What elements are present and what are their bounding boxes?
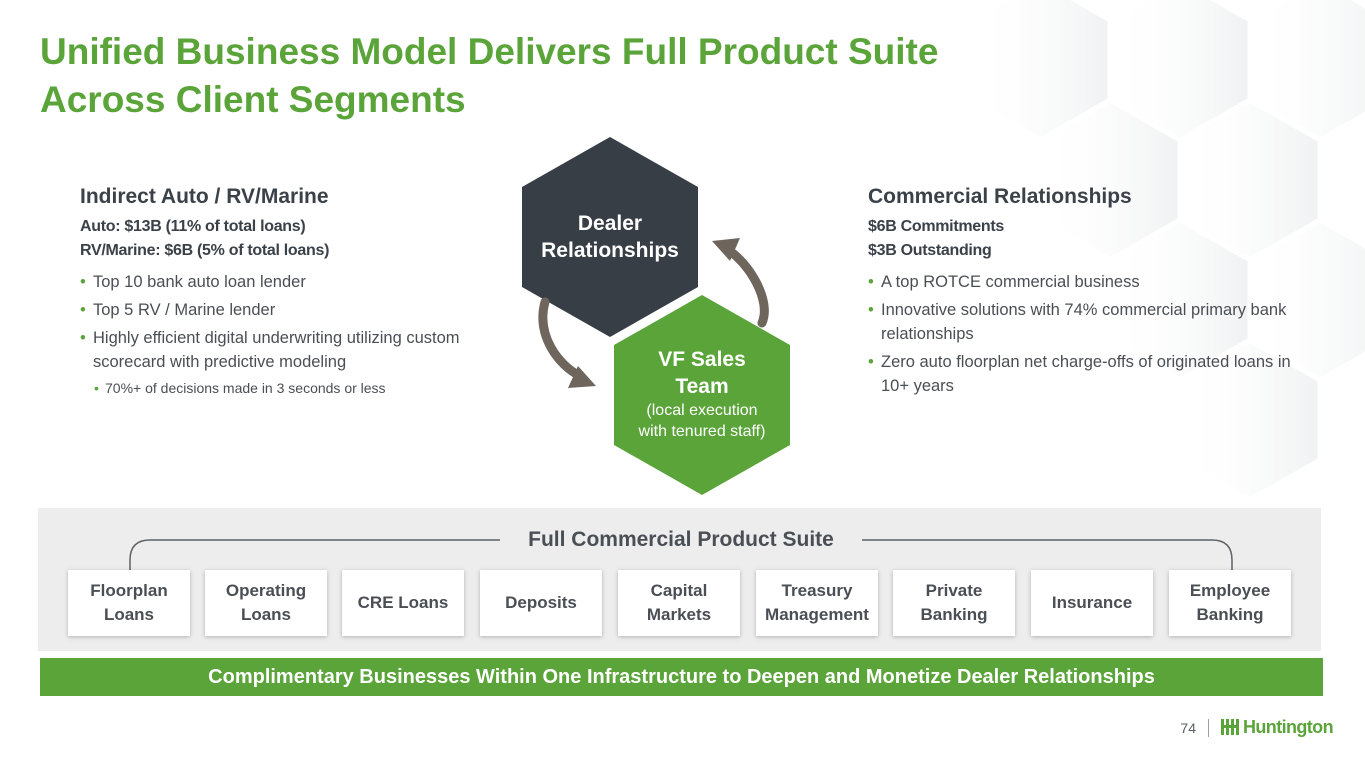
product-label: Management <box>765 605 869 624</box>
product-label: Employee <box>1189 581 1271 600</box>
slide-title: Unified Business Model Delivers Full Pro… <box>40 28 1040 124</box>
product-label: Insurance <box>1051 593 1133 612</box>
product-label: Private <box>925 581 983 600</box>
dealer-label-line: Dealer <box>577 212 643 235</box>
huntington-logo-text: Huntington <box>1243 717 1334 737</box>
huntington-logo: Huntington <box>1220 716 1334 738</box>
vf-note-line: (local execution <box>646 402 758 419</box>
product-label: Operating <box>225 581 307 600</box>
cycle-arrow-left-icon <box>538 297 585 381</box>
cycle-arrowhead-down-icon <box>568 366 596 388</box>
product-suite-title: Full Commercial Product Suite <box>500 526 862 554</box>
bullet-item: Top 10 bank auto loan lender <box>80 270 480 294</box>
product-label: Deposits <box>505 593 577 612</box>
commitments-stat: $6B Commitments <box>868 218 1004 235</box>
page-number: 74 <box>1180 720 1196 736</box>
product-label: Banking <box>920 605 988 624</box>
dealer-relationships-hexagon <box>522 137 698 337</box>
slide-title-line-1: Unified Business Model Delivers Full Pro… <box>40 31 939 72</box>
dealer-label-line: Relationships <box>541 239 679 262</box>
cycle-arrow-right-icon <box>723 245 769 328</box>
auto-loans-stat: Auto: $13B (11% of total loans) <box>80 218 306 235</box>
outstanding-stat: $3B Outstanding <box>868 242 992 259</box>
commercial-relationships-section: Commercial Relationships $6B Commitments… <box>868 184 1298 402</box>
dealer-vf-diagram: Dealer Relationships VF Sales Team (loca… <box>500 130 820 500</box>
bullet-item: A top ROTCE commercial business <box>868 270 1298 294</box>
product-label: Treasury <box>781 581 853 600</box>
product-label: Markets <box>646 605 712 624</box>
indirect-auto-heading: Indirect Auto / RV/Marine <box>80 185 329 208</box>
cycle-arrowhead-up-icon <box>712 238 740 261</box>
indirect-auto-bullets: Top 10 bank auto loan lender Top 5 RV / … <box>80 270 480 398</box>
summary-banner: Complimentary Businesses Within One Infr… <box>40 658 1323 696</box>
rv-marine-stat: RV/Marine: $6B (5% of total loans) <box>80 242 330 259</box>
vf-sales-team-label: VF Sales Team <box>612 346 792 400</box>
product-label: CRE Loans <box>357 593 449 612</box>
slide-title-line-2: Across Client Segments <box>40 79 466 120</box>
product-box-insurance: Insurance <box>1031 570 1153 636</box>
commercial-bullets: A top ROTCE commercial business Innovati… <box>868 270 1298 398</box>
product-label: Loans <box>103 605 155 624</box>
product-label: Capital <box>650 581 708 600</box>
product-label: Floorplan <box>90 581 168 600</box>
vf-note-line: with tenured staff) <box>638 423 766 440</box>
indirect-auto-section: Indirect Auto / RV/Marine Auto: $13B (11… <box>80 184 480 402</box>
product-label: Banking <box>1196 605 1264 624</box>
vf-sales-team-note: (local execution with tenured staff) <box>612 400 792 442</box>
vf-label-line: VF Sales <box>658 348 746 371</box>
bullet-item: Zero auto floorplan net charge-offs of o… <box>868 350 1298 398</box>
product-label: Loans <box>240 605 292 624</box>
sub-bullet-item: 70%+ of decisions made in 3 seconds or l… <box>94 378 480 398</box>
huntington-logo-icon <box>1221 719 1239 735</box>
commercial-relationships-heading: Commercial Relationships <box>868 185 1132 208</box>
dealer-relationships-label: Dealer Relationships <box>520 210 700 264</box>
bullet-item: Innovative solutions with 74% commercial… <box>868 298 1298 346</box>
vf-label-line: Team <box>675 375 729 398</box>
bullet-item: Top 5 RV / Marine lender <box>80 298 480 322</box>
vf-sales-team-hexagon <box>614 295 790 495</box>
product-box-cre-loans: CRE Loans <box>342 570 464 636</box>
footer-separator <box>1208 719 1209 737</box>
bullet-item: Highly efficient digital underwriting ut… <box>80 326 480 374</box>
product-box-deposits: Deposits <box>480 570 602 636</box>
hexagon-diagram-graphic <box>522 137 790 495</box>
